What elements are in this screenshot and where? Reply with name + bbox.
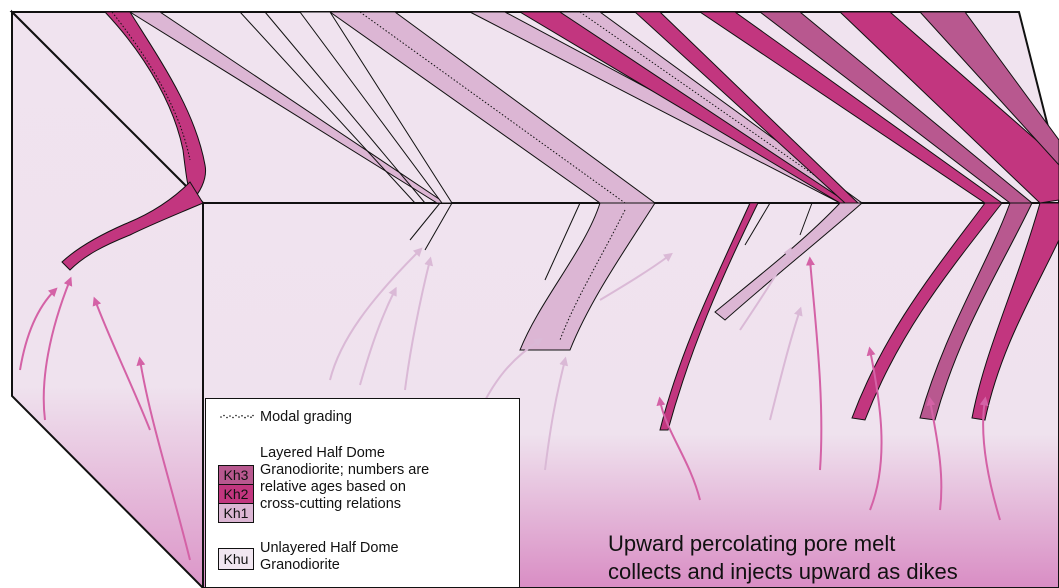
layered-line-2: Granodiorite; numbers are	[260, 462, 429, 479]
caption-line-1: Upward percolating pore melt	[608, 530, 1059, 558]
layered-line-3: relative ages based on	[260, 479, 429, 496]
legend-unlayered-text: Unlayered Half Dome Granodiorite	[260, 540, 399, 574]
modal-grading-label: Modal grading	[260, 409, 352, 426]
unlayered-line-2: Granodiorite	[260, 557, 399, 574]
layered-line-1: Layered Half Dome	[260, 445, 429, 462]
modal-grading-icon	[220, 414, 254, 420]
caption-line-2: collects and injects upward as dikes	[608, 558, 1059, 586]
diagram-caption: Upward percolating pore melt collects an…	[608, 530, 1059, 586]
swatch-kh2: Kh2	[218, 484, 254, 504]
legend: Modal grading Kh3 Kh2 Kh1 Layered Half D…	[205, 398, 520, 588]
swatch-kh1: Kh1	[218, 503, 254, 523]
swatch-kh3: Kh3	[218, 465, 254, 485]
legend-layered-text: Layered Half Dome Granodiorite; numbers …	[260, 445, 429, 513]
layered-line-4: cross-cutting relations	[260, 496, 429, 513]
unlayered-line-1: Unlayered Half Dome	[260, 540, 399, 557]
swatch-khu: Khu	[218, 548, 254, 570]
